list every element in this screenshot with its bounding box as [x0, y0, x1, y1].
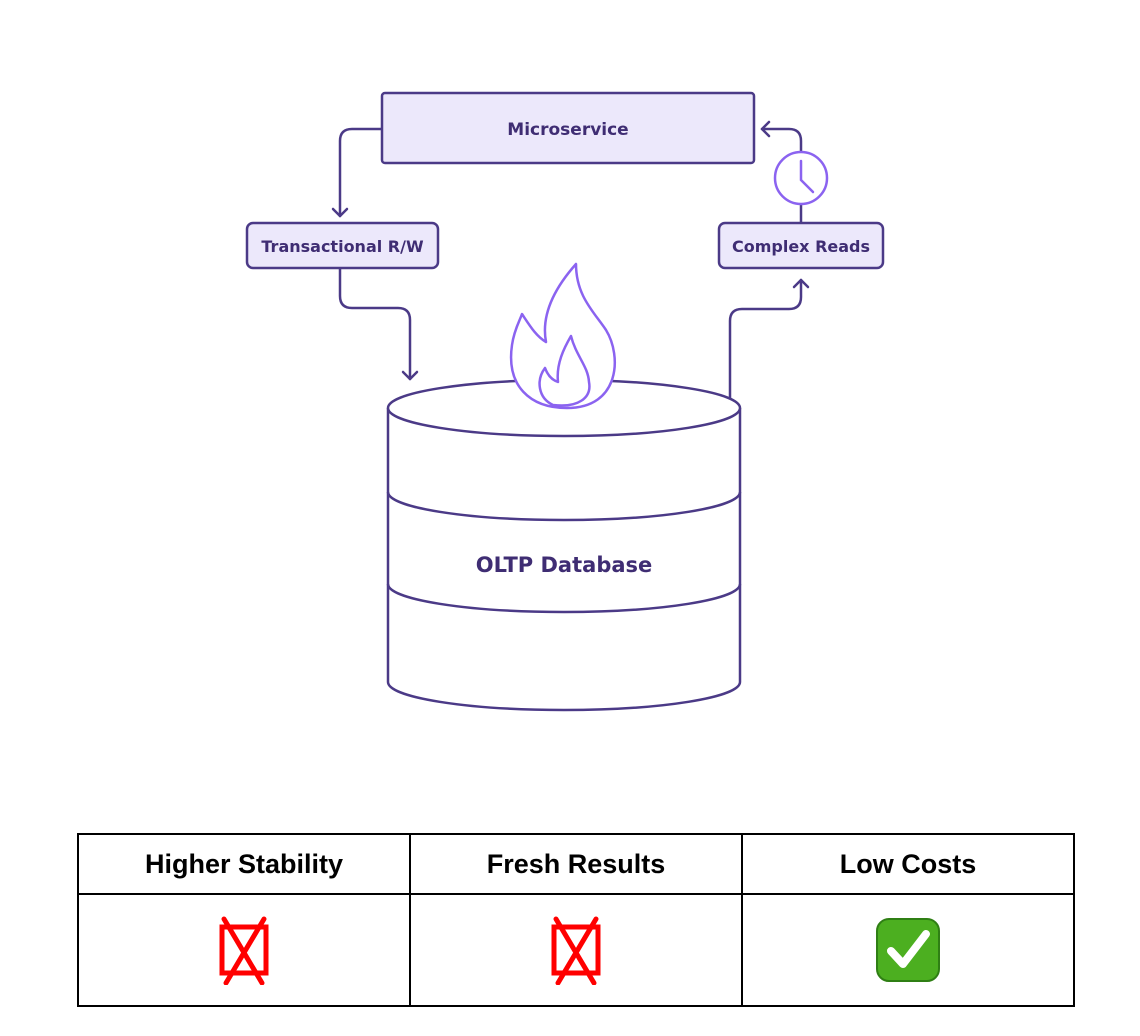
arrowhead-complex-reads — [792, 278, 810, 289]
cross-mark-icon — [551, 916, 601, 985]
header-fresh-results: Fresh Results — [409, 833, 743, 895]
connector-database-to-complex-reads — [728, 278, 803, 400]
cell-low-costs — [741, 893, 1075, 1007]
microservice-label: Microservice — [507, 120, 628, 140]
flame-icon — [509, 262, 617, 410]
connector-transactional-to-database — [338, 266, 412, 381]
table-row — [77, 893, 1075, 1007]
database-band-1 — [386, 491, 742, 522]
table-header-row: Higher Stability Fresh Results Low Costs — [77, 833, 1075, 895]
clock-icon — [773, 150, 829, 206]
check-mark-icon — [876, 918, 940, 982]
oltp-database — [386, 378, 742, 712]
cell-fresh-results — [409, 893, 743, 1007]
connector-clock-to-microservice — [760, 127, 803, 154]
transactional-label: Transactional R/W — [261, 237, 424, 256]
arrowhead-transactional — [331, 207, 349, 218]
database-label: OLTP Database — [476, 553, 653, 577]
connector-microservice-to-transactional — [338, 127, 384, 218]
cross-mark-icon — [219, 916, 269, 985]
transactional-node: Transactional R/W — [245, 221, 440, 270]
microservice-node: Microservice — [380, 91, 756, 165]
complex-reads-label: Complex Reads — [732, 237, 870, 256]
comparison-table: Higher Stability Fresh Results Low Costs — [77, 833, 1075, 1007]
architecture-diagram: Microservice Transactional R/W Complex R… — [245, 91, 885, 712]
header-higher-stability: Higher Stability — [77, 833, 411, 895]
arrowhead-database — [401, 370, 419, 381]
header-low-costs: Low Costs — [741, 833, 1075, 895]
arrowhead-microservice — [760, 120, 771, 138]
cell-higher-stability — [77, 893, 411, 1007]
database-body — [386, 408, 742, 712]
database-band-2 — [386, 583, 742, 614]
complex-reads-node: Complex Reads — [717, 221, 885, 270]
